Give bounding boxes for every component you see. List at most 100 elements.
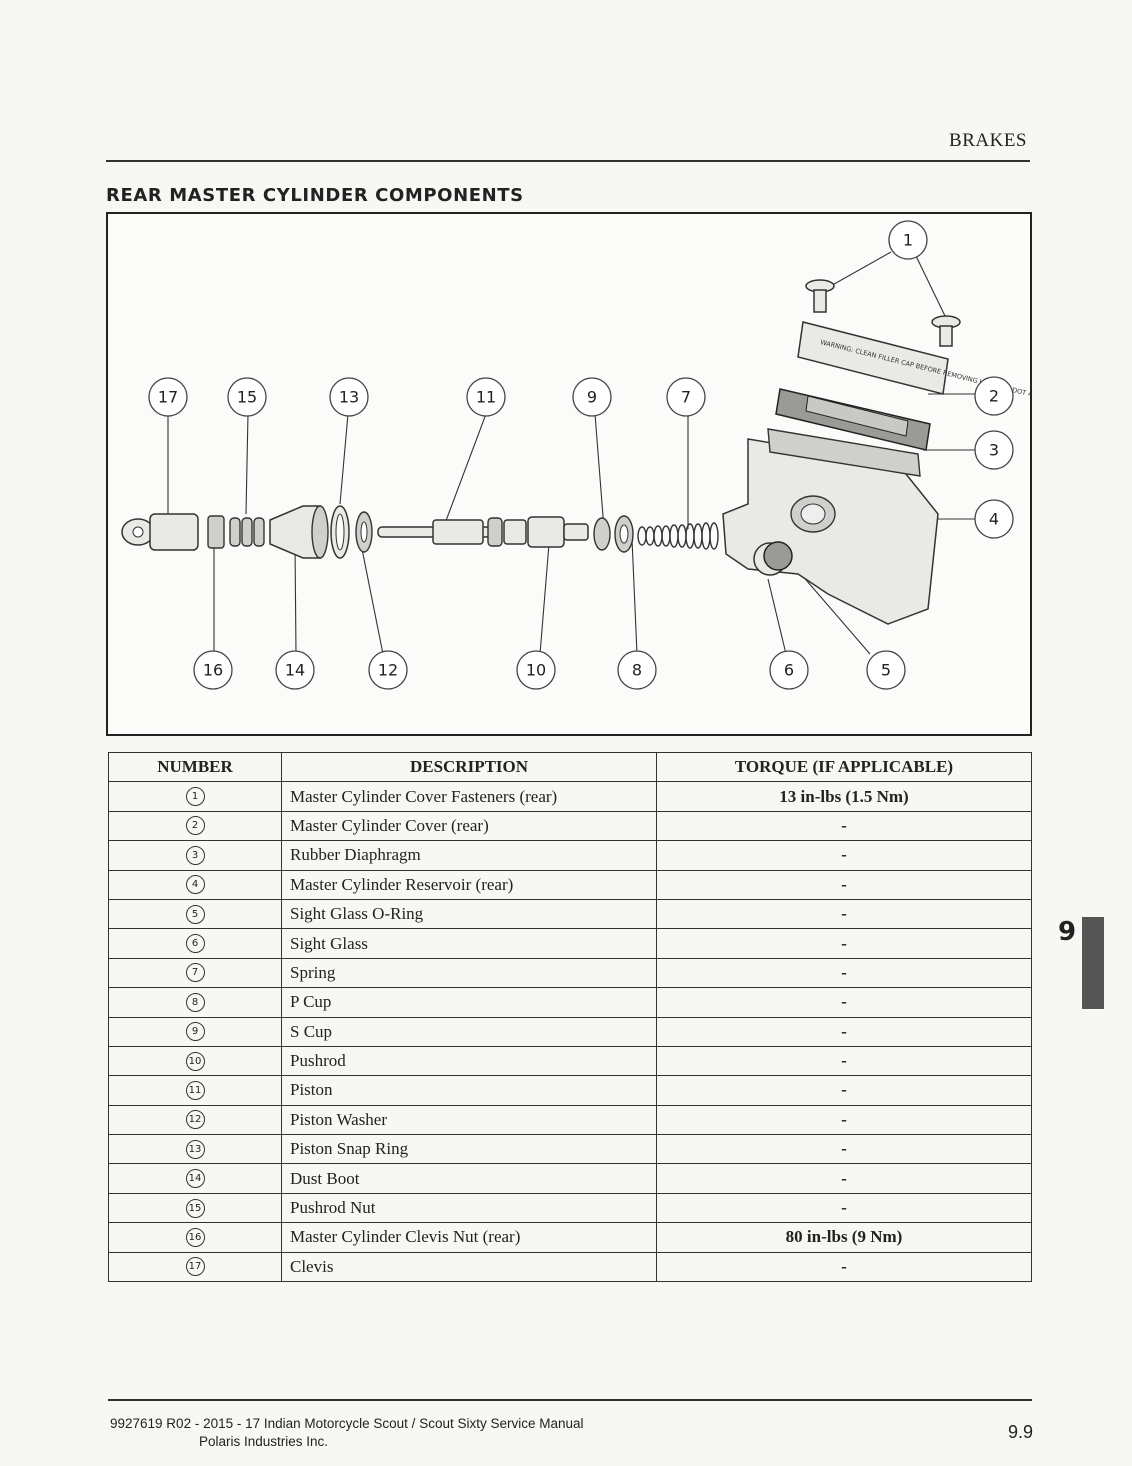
svg-text:3: 3 [989,441,999,460]
callout-13: 13 [329,377,369,417]
chapter-header: BRAKES [949,130,1027,151]
callout-3: 3 [974,430,1014,470]
row-torque: - [656,1075,1032,1106]
svg-text:4: 4 [989,510,999,529]
pushrod-piston [377,516,589,548]
snap-ring-washer [330,505,373,559]
row-description: Piston Snap Ring [281,1134,657,1165]
row-description: Rubber Diaphragm [281,840,657,871]
row-number: 13 [108,1134,282,1165]
page-number: 9.9 [1007,1422,1033,1442]
header-number: NUMBER [108,751,282,783]
footer-rule [108,1399,1032,1401]
callout-16: 16 [193,650,233,690]
svg-text:9: 9 [587,388,597,407]
clevis-part [121,513,199,551]
table-header-row: NUMBER DESCRIPTION TORQUE (IF APPLICABLE… [108,751,1032,783]
row-torque: - [656,898,1032,930]
row-description: Spring [281,957,657,989]
svg-text:13: 13 [339,388,359,407]
callout-5: 5 [866,650,906,690]
row-description: Piston [281,1075,657,1106]
row-number: 5 [108,898,282,930]
svg-text:1: 1 [903,231,913,250]
row-number: 17 [108,1251,282,1283]
row-number: 7 [108,957,282,989]
row-torque: - [656,840,1032,871]
diaphragm-part [775,388,931,451]
callout-17: 17 [148,377,188,417]
row-description: Dust Boot [281,1163,657,1194]
row-number: 2 [108,810,282,842]
svg-text:2: 2 [989,387,999,406]
header-rule [106,160,1030,162]
row-number: 10 [108,1045,282,1077]
row-torque: - [656,1192,1032,1224]
callout-11: 11 [466,377,506,417]
cups [593,515,634,553]
row-description: Master Cylinder Clevis Nut (rear) [281,1222,657,1253]
callout-4: 4 [974,499,1014,539]
row-torque: - [656,1045,1032,1077]
exploded-diagram: WARNING: CLEAN FILLER CAP BEFORE REMOVIN… [106,212,1032,736]
row-number: 3 [108,840,282,871]
row-number: 6 [108,928,282,959]
row-torque: - [656,928,1032,959]
leader-lines [167,251,978,655]
svg-text:16: 16 [203,661,223,680]
row-torque: - [656,1016,1032,1047]
svg-text:15: 15 [237,388,257,407]
row-torque: - [656,1163,1032,1194]
callout-12: 12 [368,650,408,690]
reservoir-body [722,428,939,625]
svg-text:8: 8 [632,661,642,680]
row-description: Pushrod [281,1045,657,1077]
chapter-tab-number: 9 [1058,917,1077,947]
row-number: 1 [108,781,282,812]
callout-7: 7 [666,377,706,417]
callout-1: 1 [888,220,928,260]
screws [805,279,961,347]
row-description: Piston Washer [281,1104,657,1136]
nut-parts [207,515,265,549]
row-description: Master Cylinder Reservoir (rear) [281,869,657,900]
row-description: Master Cylinder Cover Fasteners (rear) [281,781,657,812]
row-number: 9 [108,1016,282,1047]
row-torque: 13 in-lbs (1.5 Nm) [656,781,1032,812]
row-torque: - [656,1251,1032,1283]
row-torque: - [656,957,1032,989]
header-torque: TORQUE (IF APPLICABLE) [656,751,1032,783]
callout-14: 14 [275,650,315,690]
row-number: 11 [108,1075,282,1106]
svg-text:6: 6 [784,661,794,680]
row-torque: 80 in-lbs (9 Nm) [656,1222,1032,1253]
chapter-tab-block [1082,917,1104,1009]
svg-text:12: 12 [378,661,398,680]
row-description: P Cup [281,987,657,1018]
row-torque: - [656,1104,1032,1136]
row-torque: - [656,1134,1032,1165]
callout-15: 15 [227,377,267,417]
header-description: DESCRIPTION [281,751,657,783]
row-description: Clevis [281,1251,657,1283]
diagram-svg: WARNING: CLEAN FILLER CAP BEFORE REMOVIN… [121,220,1030,690]
row-torque: - [656,810,1032,842]
spring-part [637,522,719,550]
svg-text:10: 10 [526,661,546,680]
row-description: Master Cylinder Cover (rear) [281,810,657,842]
row-description: Pushrod Nut [281,1192,657,1224]
row-torque: - [656,869,1032,900]
section-title: REAR MASTER CYLINDER COMPONENTS [106,185,524,206]
